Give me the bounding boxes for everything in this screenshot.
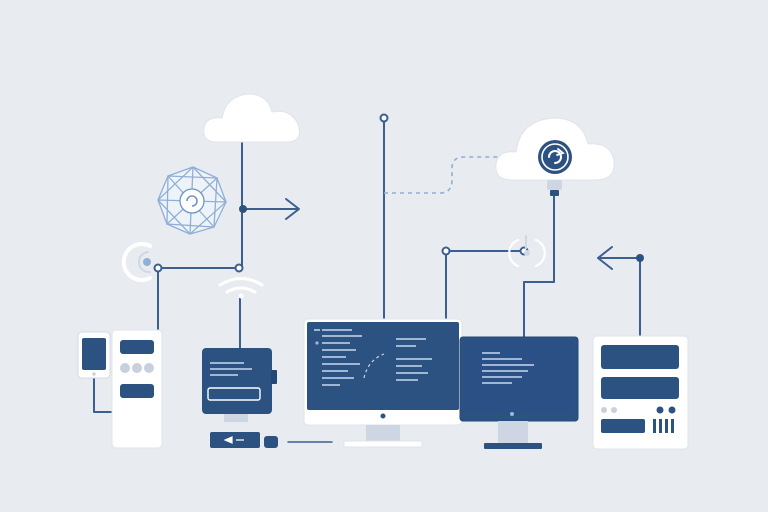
cloud-icon [203, 93, 300, 143]
cloud-right-link [523, 194, 555, 339]
rack-server-icon [592, 335, 689, 450]
phone-cable [93, 377, 113, 413]
wifi-icon [218, 277, 264, 299]
sync-icon [121, 242, 152, 282]
node [234, 263, 244, 273]
globe-network-icon [157, 166, 227, 235]
terminal-device-icon [202, 348, 277, 422]
arrow-left-link [599, 257, 641, 337]
connection-nodes [153, 113, 529, 273]
arrow-right-icon [285, 198, 300, 220]
node-filled [636, 254, 644, 262]
desktop-monitor-icon [459, 336, 579, 449]
keyboard-icon [210, 432, 260, 448]
node [441, 246, 451, 256]
dashed-link [384, 156, 500, 194]
node [379, 113, 389, 123]
sync-icon [508, 234, 546, 268]
mouse-icon [264, 436, 278, 448]
smartphone-icon [77, 331, 111, 379]
node-filled [239, 205, 247, 213]
arrow-left-icon [597, 246, 613, 270]
server-tower-icon [111, 329, 163, 449]
cloud-left-link [157, 141, 243, 331]
node [153, 263, 163, 273]
cloud-refresh-icon [495, 117, 615, 196]
desktop-monitor-icon [303, 318, 463, 448]
